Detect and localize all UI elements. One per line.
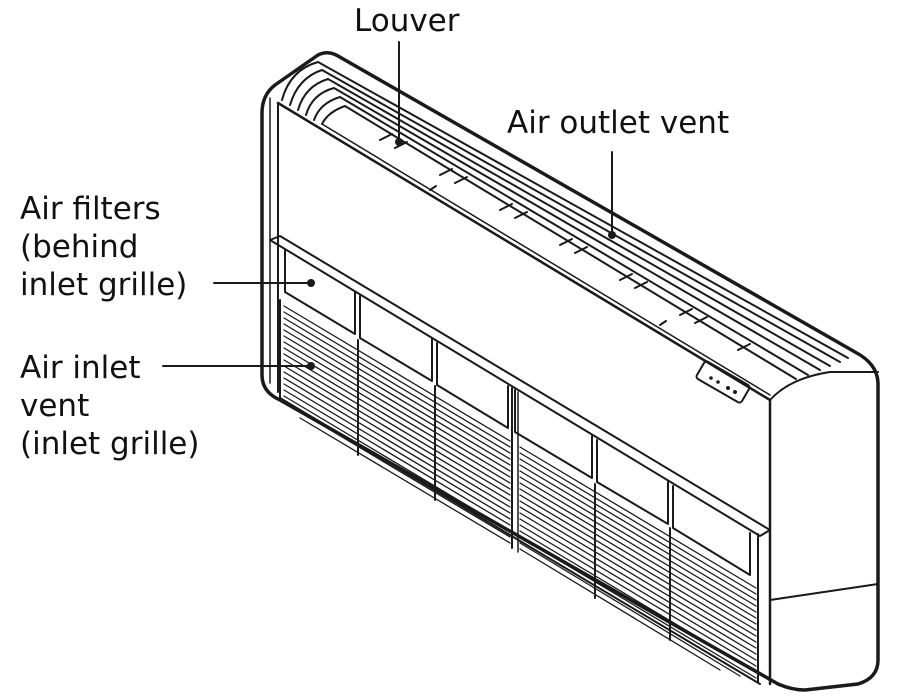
label-air-outlet-vent: Air outlet vent [507,104,729,142]
label-air-inlet-line-1: Air inlet [20,350,141,386]
filters-pointer-dot [307,279,315,287]
louver-slots [379,133,751,351]
inlet-grille-slats [283,305,757,679]
louver-ridges [281,61,849,380]
label-air-filters: Air filters (behind inlet grille) [20,190,187,304]
label-air-filters-line-3: inlet grille) [20,267,188,303]
grille-frame-bottom [279,397,761,685]
label-louver-text: Louver [354,3,460,39]
label-air-inlet-line-2: vent [20,388,90,424]
display-panel [695,360,751,404]
label-air-inlet-vent: Air inlet vent (inlet grille) [20,349,199,463]
inlet-pointer-dot [307,362,315,370]
front-panel [276,101,772,402]
unit-outline [260,51,880,692]
filter-frames [284,249,751,576]
label-air-inlet-line-3: (inlet grille) [20,426,200,462]
label-air-outlet-text: Air outlet vent [507,105,730,141]
label-air-filters-line-1: Air filters [20,191,161,227]
louver-pointer-dot [395,138,403,146]
label-air-filters-line-2: (behind [20,229,139,265]
outlet-pointer-dot [608,231,616,239]
label-louver: Louver [354,2,460,40]
grille-frame-top [269,235,771,537]
grille-dividers [357,339,671,641]
